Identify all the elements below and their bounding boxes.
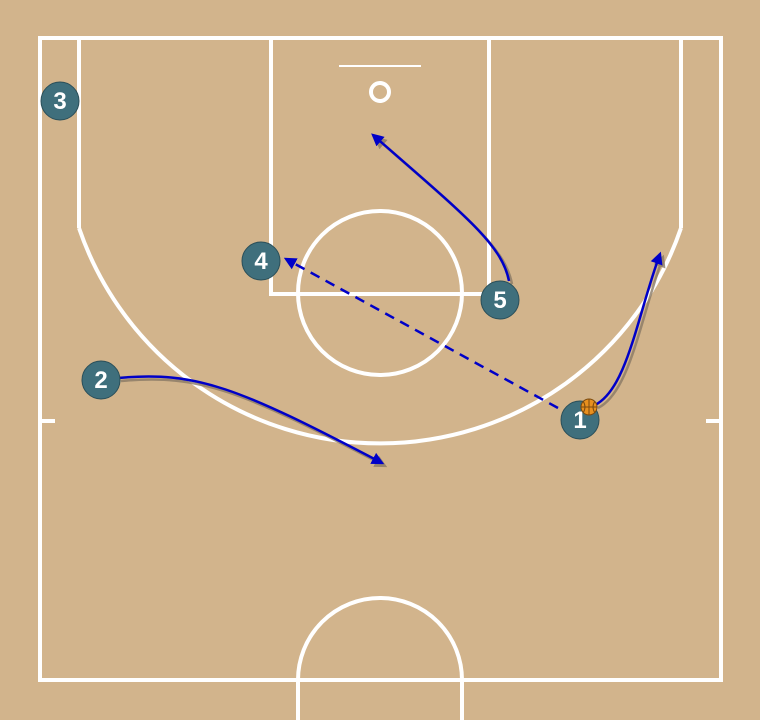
player-number: 3 — [53, 88, 66, 115]
cut-arrow-player-5 — [371, 133, 511, 282]
player-marker — [241, 241, 281, 281]
basketball-icon — [580, 398, 598, 416]
player-3[interactable]: 3 — [40, 81, 80, 121]
player-marker — [81, 360, 121, 400]
player-number: 5 — [493, 287, 506, 314]
player-5[interactable]: 5 — [480, 280, 520, 320]
player-marker — [480, 280, 520, 320]
center-circle — [296, 596, 464, 720]
cut-arrow-player-2 — [117, 375, 385, 465]
dribble-arrow-player-1 — [594, 251, 663, 407]
rim — [369, 81, 391, 103]
pass-arrow-1-to-4 — [283, 257, 559, 410]
player-number: 4 — [254, 248, 268, 275]
paint-lane — [269, 36, 491, 296]
court-boundary — [38, 36, 723, 682]
player-4[interactable]: 4 — [241, 241, 281, 281]
player-2[interactable]: 2 — [81, 360, 121, 400]
player-marker — [40, 81, 80, 121]
three-point-arc — [77, 227, 683, 446]
free-throw-circle — [296, 209, 464, 377]
player-number: 2 — [94, 367, 107, 394]
player-number: 1 — [573, 407, 586, 434]
